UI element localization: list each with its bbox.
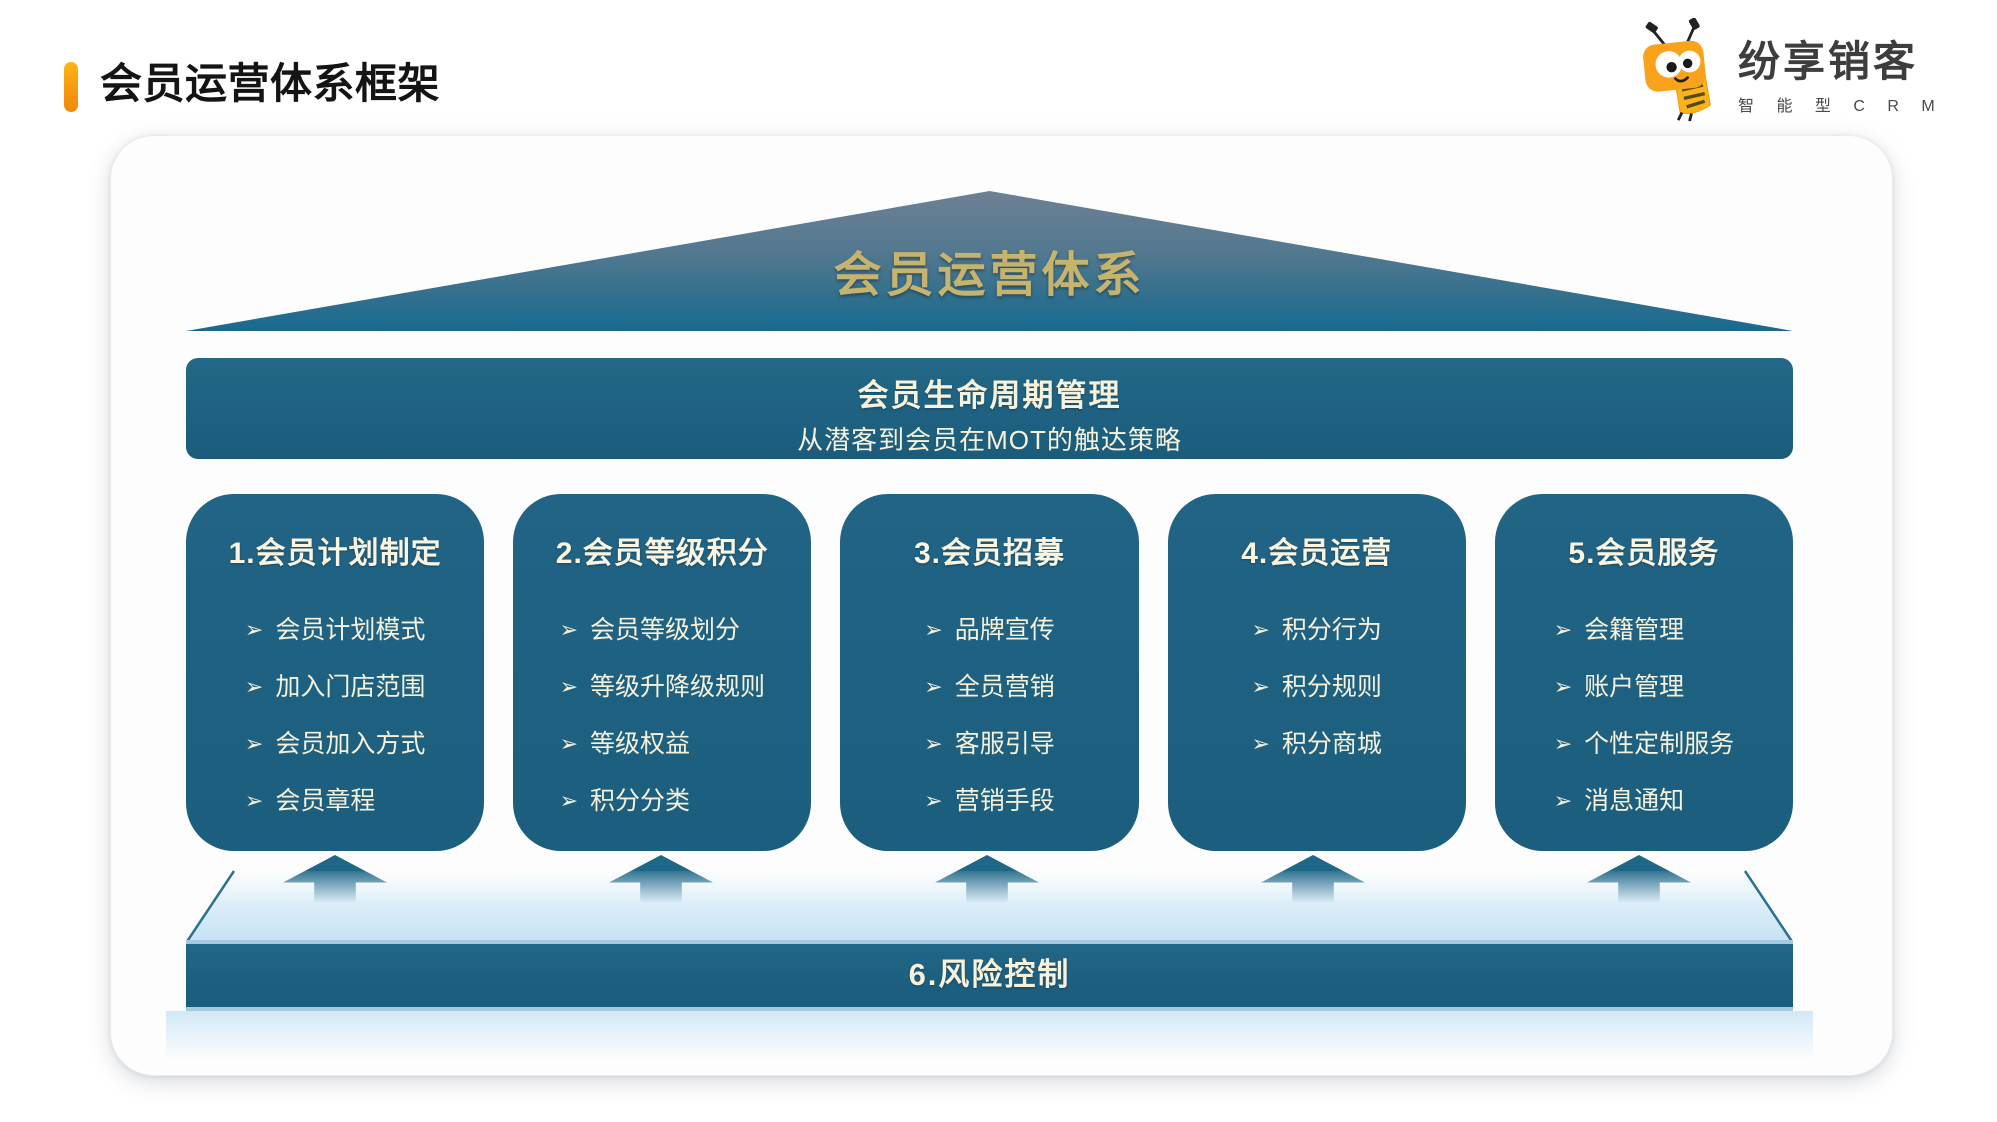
pillar-item-label: 全员营销 [954, 673, 1055, 701]
pillar-title: 4.会员运营 [1241, 537, 1393, 570]
pillar-item-label: 营销手段 [954, 787, 1055, 815]
diagram-card: 会员运营体系 会员生命周期管理 从潜客到会员在MOT的触达策略 1.会员计划制定… [110, 135, 1893, 1076]
pillar-item: ➢ 积分商城 [1251, 724, 1381, 760]
lifecycle-bar: 会员生命周期管理 从潜客到会员在MOT的触达策略 [186, 358, 1793, 459]
pillar-item: ➢ 等级升降级规则 [560, 667, 765, 703]
pillar-item: ➢ 积分行为 [1251, 610, 1381, 646]
pillar-level-points: 2.会员等级积分 ➢ 会员等级划分 ➢ 等级升降级规则 ➢ 等级权益 ➢ 积分分类 [513, 494, 812, 851]
pillar-item: ➢ 客服引导 [924, 724, 1054, 760]
pillars-row: 1.会员计划制定 ➢ 会员计划模式 ➢ 加入门店范围 ➢ 会员加入方式 ➢ 会员章程 2… [186, 494, 1794, 851]
pillar-item-label: 会员等级划分 [590, 616, 741, 644]
pillar-service: 5.会员服务 ➢ 会籍管理 ➢ 账户管理 ➢ 个性定制服务 ➢ 消息通知 [1494, 494, 1794, 851]
roof-label: 会员运营体系 [833, 249, 1146, 302]
arrow-bullet-icon: ➢ [1251, 731, 1270, 756]
pillar-title: 5.会员服务 [1568, 537, 1720, 570]
brand-name: 纷享销客 [1738, 38, 1919, 85]
pillar-member-plan: 1.会员计划制定 ➢ 会员计划模式 ➢ 加入门店范围 ➢ 会员加入方式 ➢ 会员章程 [186, 494, 485, 851]
pillar-item-label: 积分规则 [1281, 673, 1382, 701]
pillar-item: ➢ 等级权益 [560, 724, 765, 760]
pillar-item: ➢ 会员加入方式 [245, 724, 425, 760]
pillar-item-label: 等级升降级规则 [590, 673, 766, 701]
pillar-item: ➢ 积分分类 [560, 781, 765, 817]
pillar-item: ➢ 会员计划模式 [245, 610, 425, 646]
roof-triangle: 会员运营体系 [186, 191, 1793, 331]
brand-logo: 纷享销客 智 能 型 C R M [1634, 18, 1974, 122]
base-bar: 6.风险控制 [186, 940, 1793, 1011]
pillar-item-label: 会员章程 [275, 787, 376, 815]
pillar-recruitment: 3.会员招募 ➢ 品牌宣传 ➢ 全员营销 ➢ 客服引导 ➢ 营销手段 [840, 494, 1139, 851]
arrow-bullet-icon: ➢ [559, 788, 579, 813]
base-glow [166, 1011, 1813, 1069]
pillar-item: ➢ 品牌宣传 [924, 610, 1054, 646]
lifecycle-subtitle: 从潜客到会员在MOT的触达策略 [797, 425, 1182, 455]
pillar-item: ➢ 全员营销 [924, 667, 1054, 703]
arrow-bullet-icon: ➢ [924, 617, 943, 642]
pillar-item-label: 积分行为 [1281, 616, 1382, 644]
pillar-item-label: 客服引导 [954, 730, 1055, 758]
arrow-bullet-icon: ➢ [244, 674, 264, 699]
pillar-item-list: ➢ 积分行为 ➢ 积分规则 ➢ 积分商城 [1251, 610, 1381, 760]
lifecycle-title: 会员生命周期管理 [857, 378, 1122, 413]
pillar-item-label: 会籍管理 [1584, 616, 1685, 644]
pillar-item: ➢ 积分规则 [1251, 667, 1381, 703]
arrow-bullet-icon: ➢ [1553, 788, 1573, 813]
pillar-item-label: 会员加入方式 [275, 730, 426, 758]
arrow-bullet-icon: ➢ [244, 788, 264, 813]
pillar-item-label: 账户管理 [1584, 673, 1685, 701]
pillar-item-label: 加入门店范围 [275, 673, 426, 701]
pillar-item-label: 会员计划模式 [275, 616, 426, 644]
arrow-bullet-icon: ➢ [559, 617, 579, 642]
pillar-item-label: 积分商城 [1281, 730, 1382, 758]
pillar-item: ➢ 营销手段 [924, 781, 1054, 817]
pillar-item-list: ➢ 品牌宣传 ➢ 全员营销 ➢ 客服引导 ➢ 营销手段 [924, 610, 1054, 817]
arrow-bullet-icon: ➢ [559, 674, 579, 699]
arrow-bullet-icon: ➢ [1553, 674, 1573, 699]
brand-tagline: 智 能 型 C R M [1738, 98, 1944, 115]
arrow-bullet-icon: ➢ [244, 731, 264, 756]
pillar-item: ➢ 加入门店范围 [245, 667, 425, 703]
pillar-item-list: ➢ 会员等级划分 ➢ 等级升降级规则 ➢ 等级权益 ➢ 积分分类 [560, 610, 765, 817]
pillar-item-label: 个性定制服务 [1584, 730, 1735, 758]
page-title: 会员运营体系框架 [100, 60, 441, 107]
pillar-item: ➢ 会员等级划分 [560, 610, 765, 646]
arrow-bullet-icon: ➢ [559, 731, 579, 756]
arrow-bullet-icon: ➢ [244, 617, 264, 642]
base-bar-label: 6.风险控制 [908, 957, 1071, 992]
pillar-operation: 4.会员运营 ➢ 积分行为 ➢ 积分规则 ➢ 积分商城 [1167, 494, 1466, 851]
arrow-bullet-icon: ➢ [1251, 617, 1270, 642]
pillar-item: ➢ 账户管理 [1554, 667, 1734, 703]
pillar-item: ➢ 个性定制服务 [1554, 724, 1734, 760]
arrow-bullet-icon: ➢ [924, 674, 943, 699]
bee-mascot-icon [1643, 18, 1711, 122]
pillar-item: ➢ 会籍管理 [1554, 610, 1734, 646]
pillar-item-list: ➢ 会员计划模式 ➢ 加入门店范围 ➢ 会员加入方式 ➢ 会员章程 [245, 610, 425, 817]
arrow-bullet-icon: ➢ [1251, 674, 1270, 699]
arrow-bullet-icon: ➢ [1553, 731, 1573, 756]
title-accent-bar [64, 62, 78, 112]
pillar-item-label: 消息通知 [1584, 787, 1685, 815]
pillar-title: 3.会员招募 [913, 537, 1066, 570]
arrow-bullet-icon: ➢ [924, 788, 943, 813]
arrow-bullet-icon: ➢ [924, 731, 943, 756]
pillar-item-label: 品牌宣传 [954, 616, 1055, 644]
pillar-title: 2.会员等级积分 [555, 537, 769, 570]
pillar-title: 1.会员计划制定 [228, 537, 442, 570]
pillar-item-list: ➢ 会籍管理 ➢ 账户管理 ➢ 个性定制服务 ➢ 消息通知 [1554, 610, 1734, 817]
pillar-item-label: 等级权益 [590, 730, 691, 758]
platform-surface [186, 870, 1793, 944]
pillar-item: ➢ 会员章程 [245, 781, 425, 817]
pillar-item: ➢ 消息通知 [1554, 781, 1734, 817]
pillar-item-label: 积分分类 [590, 787, 691, 815]
arrow-bullet-icon: ➢ [1553, 617, 1573, 642]
